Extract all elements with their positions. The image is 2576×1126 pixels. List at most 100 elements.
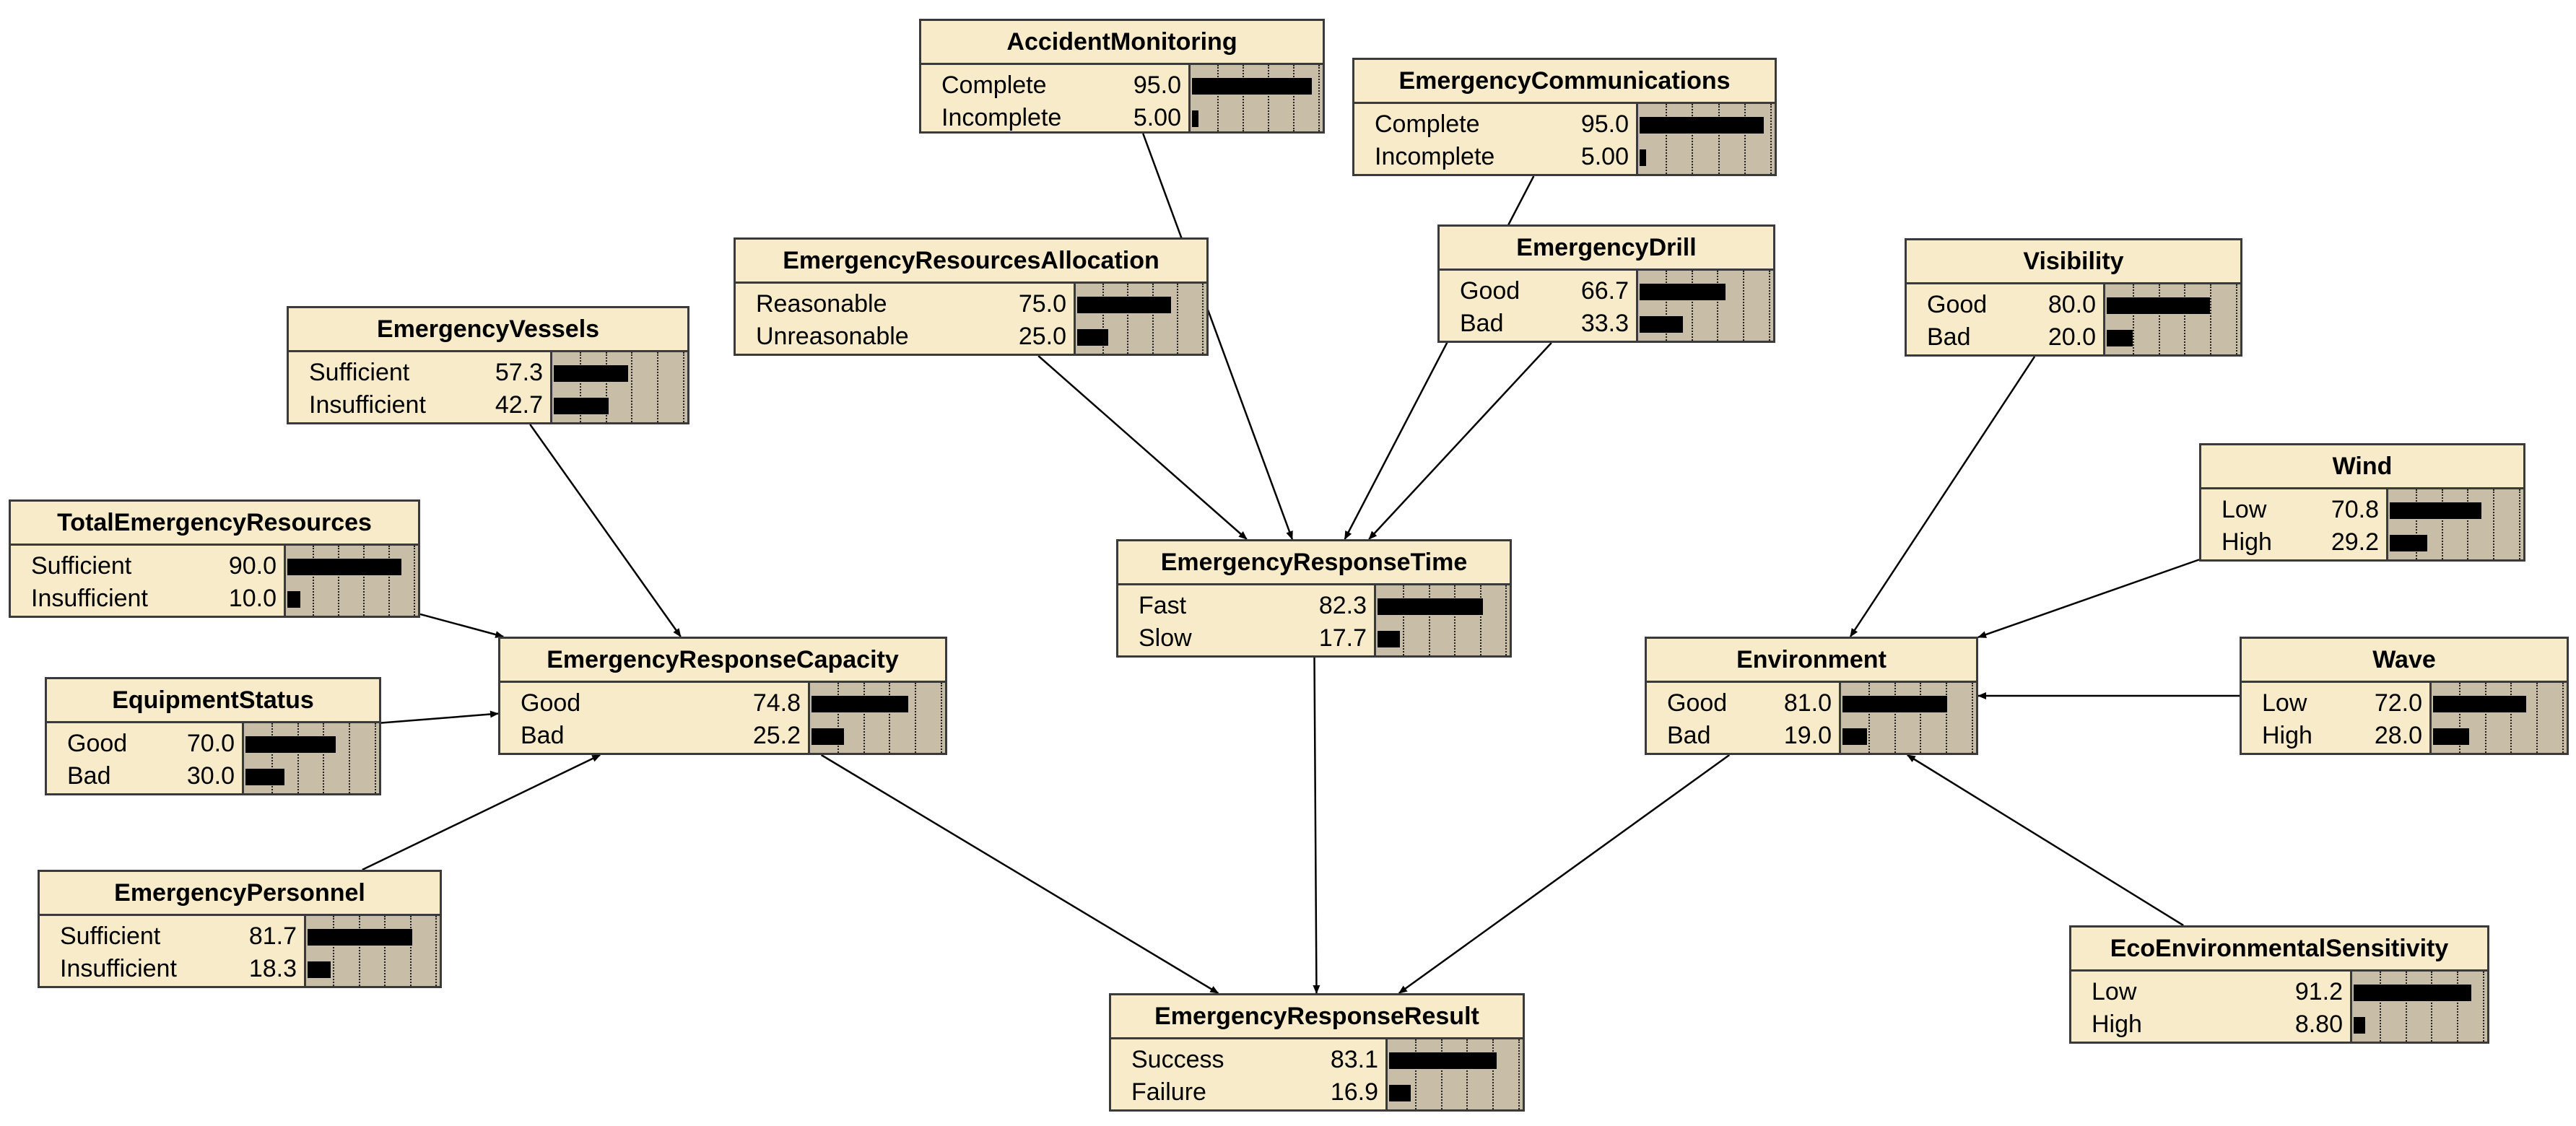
node-title: Visibility [1907,240,2240,284]
bar-gridline [2210,284,2211,354]
bar-gridline [1466,1039,1468,1109]
bar-gridline [2416,489,2417,559]
state-probability: 70.8 [2331,496,2379,523]
state-name: Complete [941,71,1047,99]
probability-bar [2354,985,2471,1001]
bar-gridline [1894,683,1896,753]
bar-gridline [1202,284,1204,354]
bar-row [306,953,440,985]
state-name: Insufficient [31,585,148,612]
probability-bars [284,546,418,616]
bar-row [2105,289,2240,321]
bar-gridline [837,683,839,753]
state-name: High [2262,722,2312,749]
probability-bars [1188,65,1323,131]
bar-row [244,760,379,793]
bar-gridline [2442,489,2443,559]
bar-gridline [1480,585,1481,655]
state-probability: 81.7 [248,922,297,950]
probability-bar [2107,330,2133,346]
node-title: EmergencyResourcesAllocation [736,240,1206,284]
probability-bar [1640,316,1683,333]
state-probability: 95.0 [1580,110,1629,138]
node-title: Wind [2201,445,2523,489]
state-probability: 57.3 [495,359,543,386]
probability-bar [811,728,844,745]
bar-gridline [338,546,339,616]
bar-row [1841,687,1976,720]
bar-gridline [388,546,390,616]
bar-row [810,720,945,752]
bar-gridline [2431,972,2432,1042]
probability-bar [2354,1017,2365,1034]
bar-gridline [941,683,942,753]
state-name: Incomplete [1375,143,1495,170]
state-probability: 74.8 [752,689,801,717]
bar-row [1191,69,1323,102]
node-title: EmergencyVessels [289,308,687,352]
bar-gridline [1743,271,1744,341]
edge-equipment-status-to-emergency-response-capacity [380,710,499,724]
probability-bar [1378,631,1400,647]
node-title: EquipmentStatus [47,679,379,723]
bar-gridline [1492,1039,1494,1109]
bar-row [2352,976,2487,1008]
probability-bars [1636,104,1775,174]
bar-gridline [2493,489,2494,559]
state-probability: 75.0 [1018,290,1066,318]
state-probability: 33.3 [1580,310,1629,337]
bar-row [1376,590,1510,622]
bar-row [1076,320,1206,353]
bar-gridline [2562,683,2564,753]
edge-emergency-resources-allocation-to-emergency-response-time [1037,355,1248,540]
node-title: AccidentMonitoring [921,21,1323,65]
bar-gridline [384,916,386,986]
bar-row [2432,720,2567,752]
bar-row [2352,1008,2487,1041]
state-probability: 18.3 [248,955,297,982]
probability-bar [1389,1085,1411,1101]
bar-gridline [1403,585,1404,655]
bar-row [1638,141,1775,173]
edge-accident-monitoring-to-emergency-response-time [1142,133,1294,540]
state-probability: 42.7 [495,391,543,419]
bar-gridline [606,352,607,422]
